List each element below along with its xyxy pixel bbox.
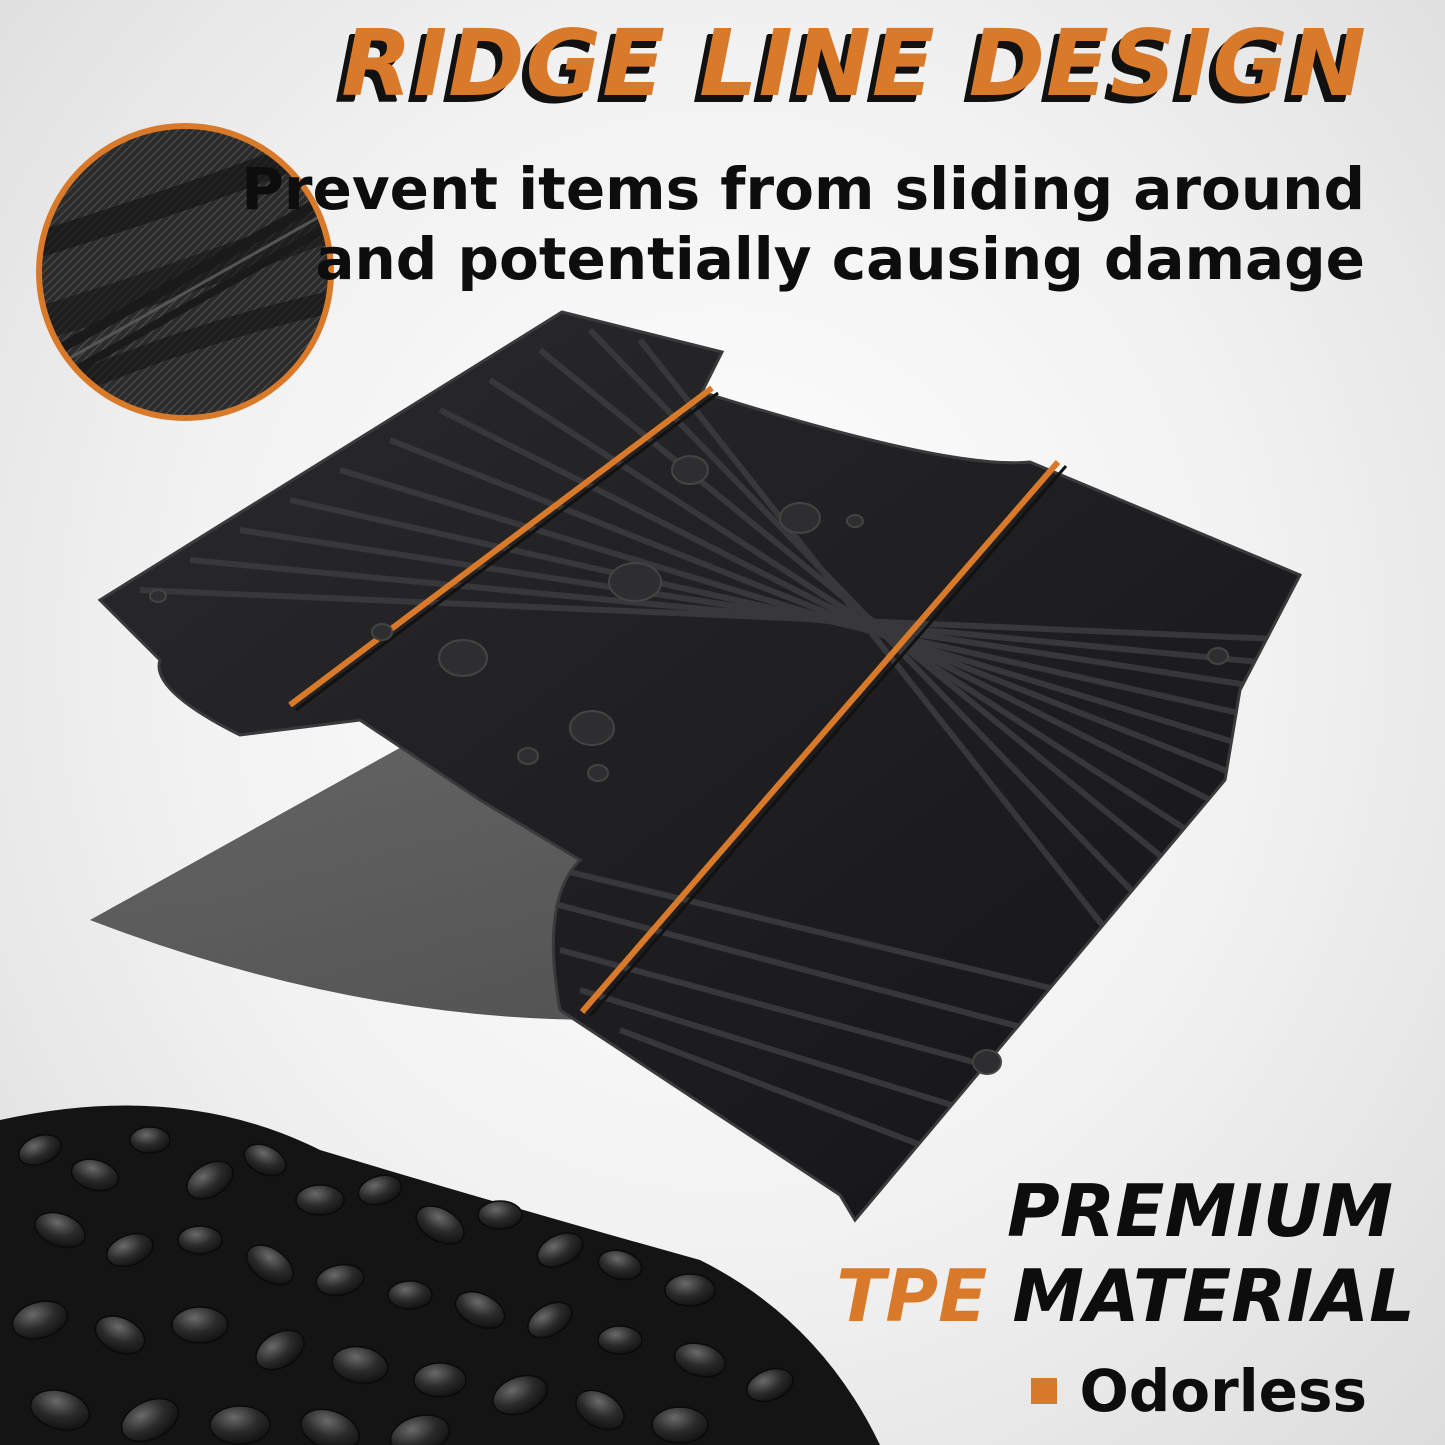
material-line-1: PREMIUM <box>1007 1169 1393 1253</box>
material-accent: TPE <box>836 1254 988 1338</box>
tpe-pellets-image <box>0 1105 880 1445</box>
material-line-2-rest: MATERIAL <box>987 1254 1415 1338</box>
feature-bullet-text: Odorless <box>1079 1357 1367 1425</box>
ridge-line-left <box>288 385 714 708</box>
feature-bullet-row: Odorless <box>1031 1362 1367 1420</box>
square-bullet-icon <box>1031 1378 1058 1404</box>
headline: RIDGE LINE DESIGN <box>341 10 1367 117</box>
material-line-2: TPE MATERIAL <box>836 1260 1415 1332</box>
texture-zoom-circle <box>36 123 334 421</box>
ridge-line-right <box>579 460 1061 1014</box>
subheadline-line-2: and potentially causing damage <box>315 225 1365 293</box>
subheadline-line-1: Prevent items from sliding around <box>241 155 1365 223</box>
bed-mat-image <box>97 310 1303 1223</box>
